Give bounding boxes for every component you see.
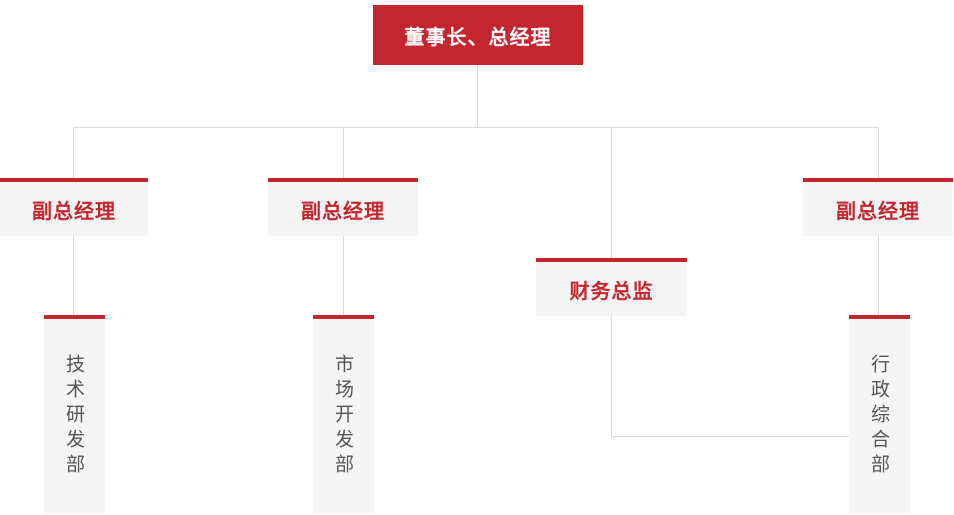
org-node-deputy-gm-left: 副总经理: [0, 178, 148, 236]
org-node-deputy-gm-left-label: 副总经理: [32, 198, 116, 223]
org-node-chairman-gm-label: 董事长、总经理: [404, 24, 552, 49]
org-node-admin-general-dept-label: 行政综合部: [868, 353, 890, 479]
org-node-finance-director-label: 财务总监: [569, 278, 654, 303]
org-node-tech-rd-dept-label: 技术研发部: [63, 353, 85, 479]
org-node-deputy-gm-right-label: 副总经理: [836, 198, 920, 223]
connector-drop-deputy-right: [878, 127, 879, 178]
connector-deputy-left-to-dept: [73, 236, 74, 315]
connector-drop-deputy-center: [343, 127, 344, 178]
org-node-chairman-gm: 董事长、总经理: [373, 5, 583, 65]
org-node-deputy-gm-center-label: 副总经理: [301, 198, 385, 223]
org-node-admin-general-dept: 行政综合部: [849, 315, 910, 513]
connector-deputy-right-to-dept: [878, 236, 879, 315]
connector-drop-deputy-left: [73, 127, 74, 178]
org-node-deputy-gm-center: 副总经理: [268, 178, 418, 236]
connector-finance-down: [611, 316, 612, 436]
connector-finance-to-admin: [611, 436, 849, 437]
org-node-deputy-gm-right: 副总经理: [803, 178, 953, 236]
connector-main-horizontal: [73, 127, 878, 128]
org-node-tech-rd-dept: 技术研发部: [44, 315, 105, 513]
org-node-finance-director: 财务总监: [536, 258, 687, 316]
org-node-market-dev-dept-label: 市场开发部: [332, 353, 354, 479]
connector-deputy-center-to-dept: [343, 236, 344, 315]
connector-drop-finance: [611, 127, 612, 258]
connector-root-stub: [477, 65, 478, 127]
org-node-market-dev-dept: 市场开发部: [313, 315, 374, 513]
